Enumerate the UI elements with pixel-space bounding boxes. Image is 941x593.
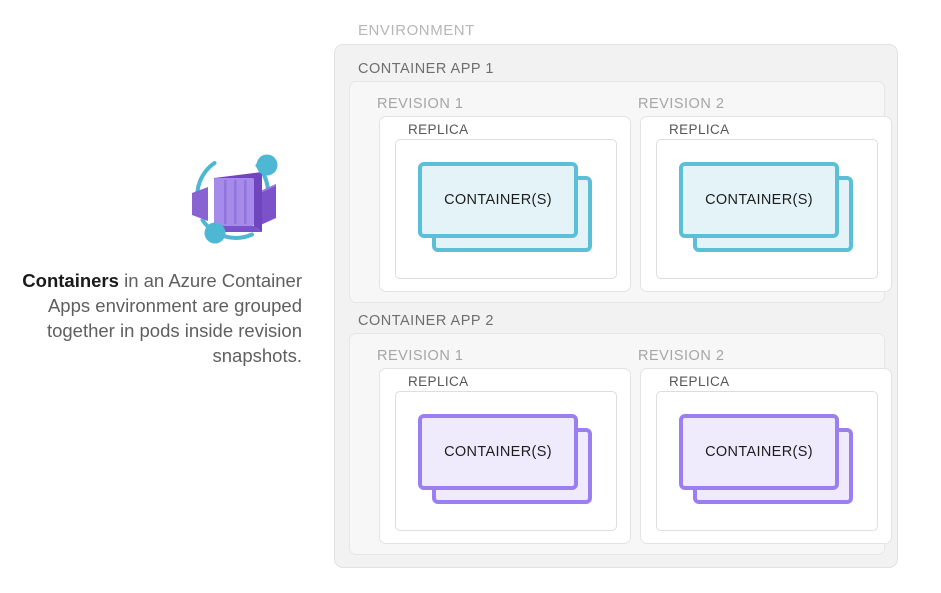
app-1-revision-2-replica-box: REPLICA CONTAINER(S) [656, 122, 878, 279]
container-card-label: CONTAINER(S) [705, 444, 813, 460]
app-1-revision-1-replica-box: REPLICA CONTAINER(S) [395, 122, 617, 279]
app-1-revision-1-box: REPLICA CONTAINER(S) [379, 116, 631, 292]
container-card-front: CONTAINER(S) [679, 162, 839, 238]
caption-bold-word: Containers [22, 270, 119, 291]
container-card-front: CONTAINER(S) [679, 414, 839, 490]
replica-label: REPLICA [408, 122, 469, 137]
app-1-revision-2-box: REPLICA CONTAINER(S) [640, 116, 892, 292]
container-card-front: CONTAINER(S) [418, 414, 578, 490]
explanation-panel: Containers in an Azure Container Apps en… [0, 0, 320, 593]
caption-text: Containers in an Azure Container Apps en… [8, 268, 302, 368]
azure-container-apps-logo [178, 142, 290, 254]
app-2-revision-2-container-stack: CONTAINER(S) [679, 414, 859, 510]
container-app-1-box: REPLICA CONTAINER(S) REPLICA CONTAINER(S… [349, 81, 892, 303]
replica-label: REPLICA [669, 122, 730, 137]
app-1-revision-1-label: REVISION 1 [377, 96, 464, 112]
environment-label: ENVIRONMENT [358, 22, 475, 39]
container-card-label: CONTAINER(S) [444, 444, 552, 460]
app-2-revision-1-box: REPLICA CONTAINER(S) [379, 368, 631, 544]
app-2-revision-1-container-stack: CONTAINER(S) [418, 414, 598, 510]
container-app-1-label: CONTAINER APP 1 [358, 61, 494, 77]
environment-box: REPLICA CONTAINER(S) REPLICA CONTAINER(S… [334, 44, 898, 568]
app-2-revision-1-label: REVISION 1 [377, 348, 464, 364]
app-1-revision-2-label: REVISION 2 [638, 96, 725, 112]
caption-rest: in an Azure Container Apps environment a… [46, 270, 302, 366]
app-2-revision-2-replica-box: REPLICA CONTAINER(S) [656, 374, 878, 531]
app-1-revision-2-container-stack: CONTAINER(S) [679, 162, 859, 258]
replica-label: REPLICA [669, 374, 730, 389]
app-1-revision-1-container-stack: CONTAINER(S) [418, 162, 598, 258]
container-app-2-box: REPLICA CONTAINER(S) REPLICA CONTAINER(S… [349, 333, 892, 555]
app-2-revision-2-label: REVISION 2 [638, 348, 725, 364]
container-card-label: CONTAINER(S) [444, 192, 552, 208]
container-card-front: CONTAINER(S) [418, 162, 578, 238]
replica-label: REPLICA [408, 374, 469, 389]
container-card-label: CONTAINER(S) [705, 192, 813, 208]
app-2-revision-2-box: REPLICA CONTAINER(S) [640, 368, 892, 544]
container-app-2-label: CONTAINER APP 2 [358, 313, 494, 329]
app-2-revision-1-replica-box: REPLICA CONTAINER(S) [395, 374, 617, 531]
